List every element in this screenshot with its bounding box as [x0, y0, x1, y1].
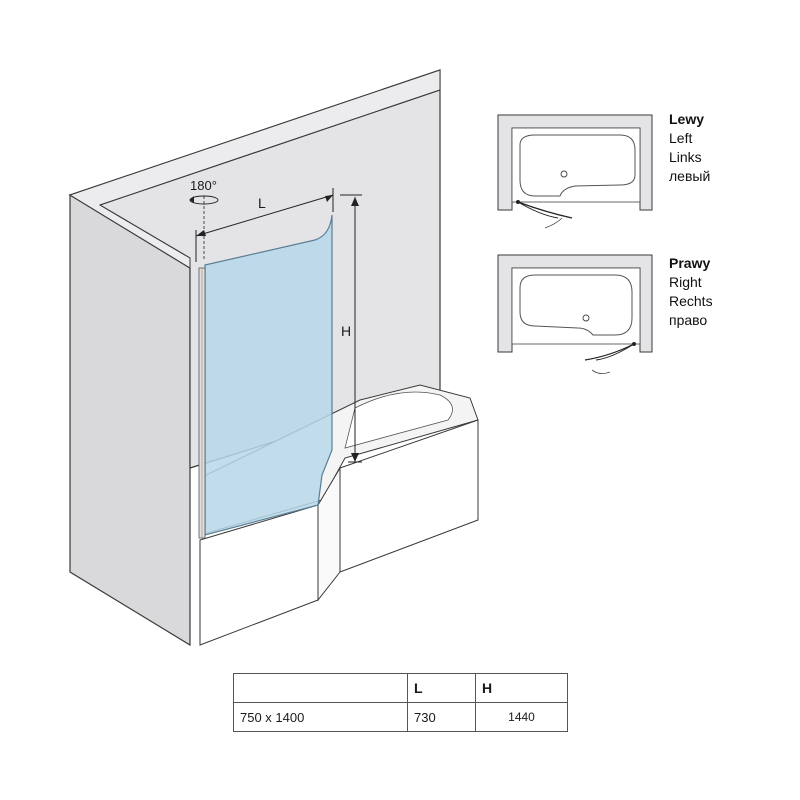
- table-cell-size: 750 x 1400: [233, 702, 408, 732]
- rotation-indicator: 180°: [189, 178, 219, 260]
- left-label-en: Left: [669, 130, 692, 146]
- table-header-size: [233, 673, 408, 703]
- length-label: L: [258, 195, 266, 211]
- variant-right-plan: [497, 254, 653, 374]
- dimension-table: L H 750 x 1400 730 1440: [233, 673, 568, 732]
- right-label-pl: Prawy: [669, 255, 710, 271]
- table-header-height: H: [475, 673, 568, 703]
- left-label-ru: левый: [669, 168, 710, 184]
- variant-left-plan: [497, 114, 653, 229]
- variant-left-labels: Lewy Left Links левый: [669, 111, 710, 184]
- right-label-en: Right: [669, 274, 702, 290]
- table-row: 750 x 1400 730 1440: [233, 702, 568, 732]
- dimension-height: H: [340, 194, 362, 463]
- table-header-length: L: [407, 673, 476, 703]
- variant-right-labels: Prawy Right Rechts право: [669, 255, 713, 328]
- left-label-pl: Lewy: [669, 111, 704, 127]
- right-label-ru: право: [669, 312, 707, 328]
- height-label: H: [341, 323, 351, 339]
- left-label-de: Links: [669, 149, 702, 165]
- glass-screen: [198, 214, 333, 539]
- table-header-row: L H: [233, 673, 568, 703]
- dimension-length: L: [195, 188, 334, 262]
- rotation-label: 180°: [190, 178, 217, 193]
- table-cell-length: 730: [407, 702, 476, 732]
- right-label-de: Rechts: [669, 293, 713, 309]
- table-cell-height: 1440: [475, 702, 568, 732]
